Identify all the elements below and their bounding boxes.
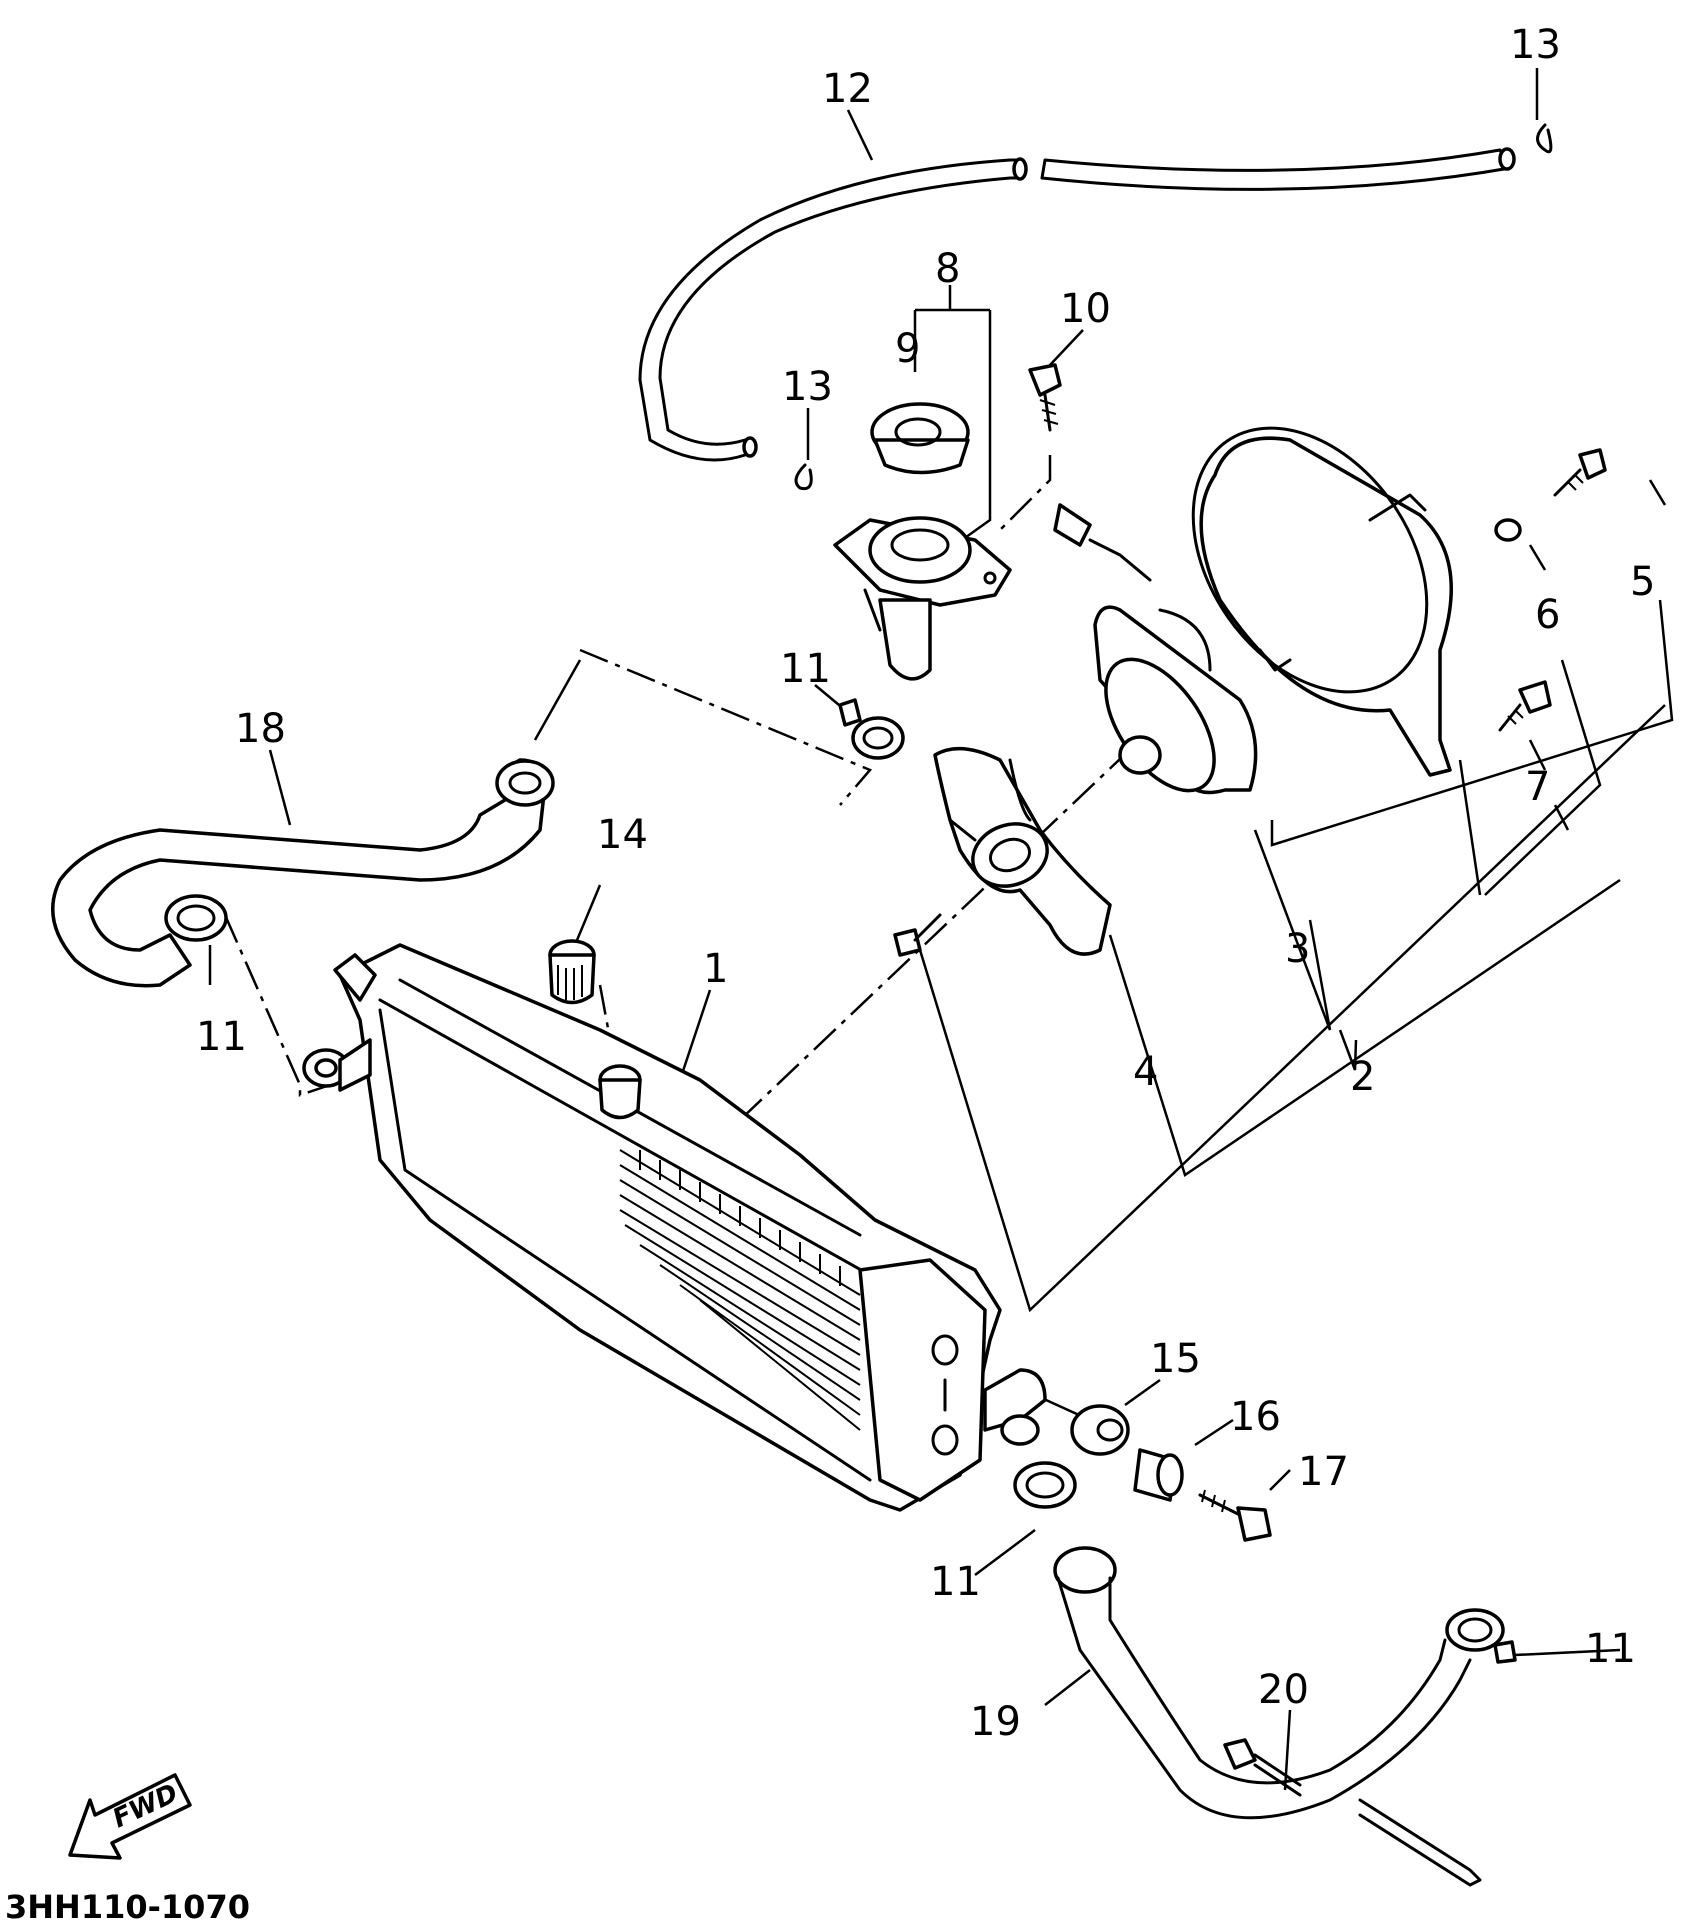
leader-lines (208, 68, 1674, 1791)
callout-19: 19 (970, 1699, 1021, 1745)
leader-fan-dash (739, 739, 1141, 1121)
leader-10-dash (999, 455, 1052, 531)
leader-18 (268, 749, 292, 826)
callout-13-mid: 13 (782, 364, 833, 410)
leader-18b (533, 659, 582, 741)
part-20-tie (1223, 1738, 1482, 1887)
leader-bolt-bracket (918, 704, 1666, 1313)
leader-2b (1338, 1029, 1358, 1071)
part-12-hose (638, 147, 1516, 462)
callout-6: 6 (1535, 592, 1560, 638)
part-10-bolt (1028, 363, 1062, 432)
leader-16 (1194, 1418, 1234, 1447)
callout-11-d: 11 (1585, 1626, 1636, 1672)
leader-hose-dash (579, 648, 873, 806)
callout-17: 17 (1298, 1449, 1349, 1495)
part-5-screw (1553, 448, 1607, 497)
leader-6 (1484, 544, 1602, 896)
part-7-bolt (1498, 680, 1552, 732)
diagram-code: 3HH110-1070 (5, 1888, 250, 1926)
part-1-radiator (302, 943, 1047, 1512)
leader-2a (1458, 759, 1482, 896)
callout-14: 14 (597, 812, 648, 858)
callout-12: 12 (822, 66, 873, 112)
callout-16: 16 (1230, 1394, 1281, 1440)
callout-4: 4 (1133, 1049, 1158, 1095)
leader-12 (846, 109, 874, 161)
leader-11-c (974, 1529, 1036, 1576)
callout-1: 1 (703, 946, 728, 992)
leader-14 (573, 884, 602, 946)
callout-15: 15 (1150, 1336, 1201, 1382)
callout-11-c: 11 (930, 1559, 981, 1605)
callout-11-b: 11 (196, 1014, 247, 1060)
leader-15 (1124, 1378, 1161, 1407)
part-9-cap (870, 402, 970, 475)
leader-left-dash (223, 914, 331, 1097)
part-fan-bolt (893, 913, 942, 957)
callout-13-top: 13 (1510, 22, 1561, 68)
callout-7: 7 (1525, 764, 1550, 810)
part-15-grommet (1070, 1404, 1130, 1456)
callout-5: 5 (1630, 559, 1655, 605)
part-2-shroud (1191, 426, 1453, 777)
leader-5 (1270, 479, 1674, 847)
part-18-hose (51, 758, 555, 988)
part-17-bolt (1198, 1489, 1272, 1542)
part-14-cap (548, 939, 596, 1005)
leader-10 (1049, 329, 1084, 366)
leader-17 (1269, 1469, 1291, 1491)
part-6-nut (1494, 518, 1522, 542)
callout-18: 18 (235, 706, 286, 752)
part-19-hose (1053, 1546, 1472, 1820)
callout-2: 2 (1350, 1054, 1375, 1100)
leader-11-d (1514, 1648, 1621, 1657)
leader-8-bracket (913, 285, 992, 547)
part-8-housing (833, 516, 1012, 681)
part-16-collar (1133, 1448, 1184, 1502)
leader-19 (1044, 1669, 1091, 1706)
part-4-fan (933, 746, 1112, 956)
leader-3 (1253, 829, 1332, 1031)
callout-11-a: 11 (780, 646, 831, 692)
fwd-arrow-icon: FWD (68, 1773, 192, 1860)
callout-20: 20 (1258, 1667, 1309, 1713)
callout-10: 10 (1060, 286, 1111, 332)
part-11-clamp (164, 698, 1517, 1664)
leader-1 (678, 989, 712, 1081)
part-3-motor (1053, 503, 1258, 795)
callout-8: 8 (935, 246, 960, 292)
callout-3: 3 (1285, 926, 1310, 972)
radiator-fins (619, 1149, 861, 1431)
callout-9: 9 (895, 326, 920, 372)
part-13-clip (794, 123, 1553, 491)
leader-4 (1108, 878, 1621, 1177)
callout-labels: 12 13 8 9 10 13 11 18 11 14 1 5 6 7 3 2 … (196, 22, 1655, 1745)
